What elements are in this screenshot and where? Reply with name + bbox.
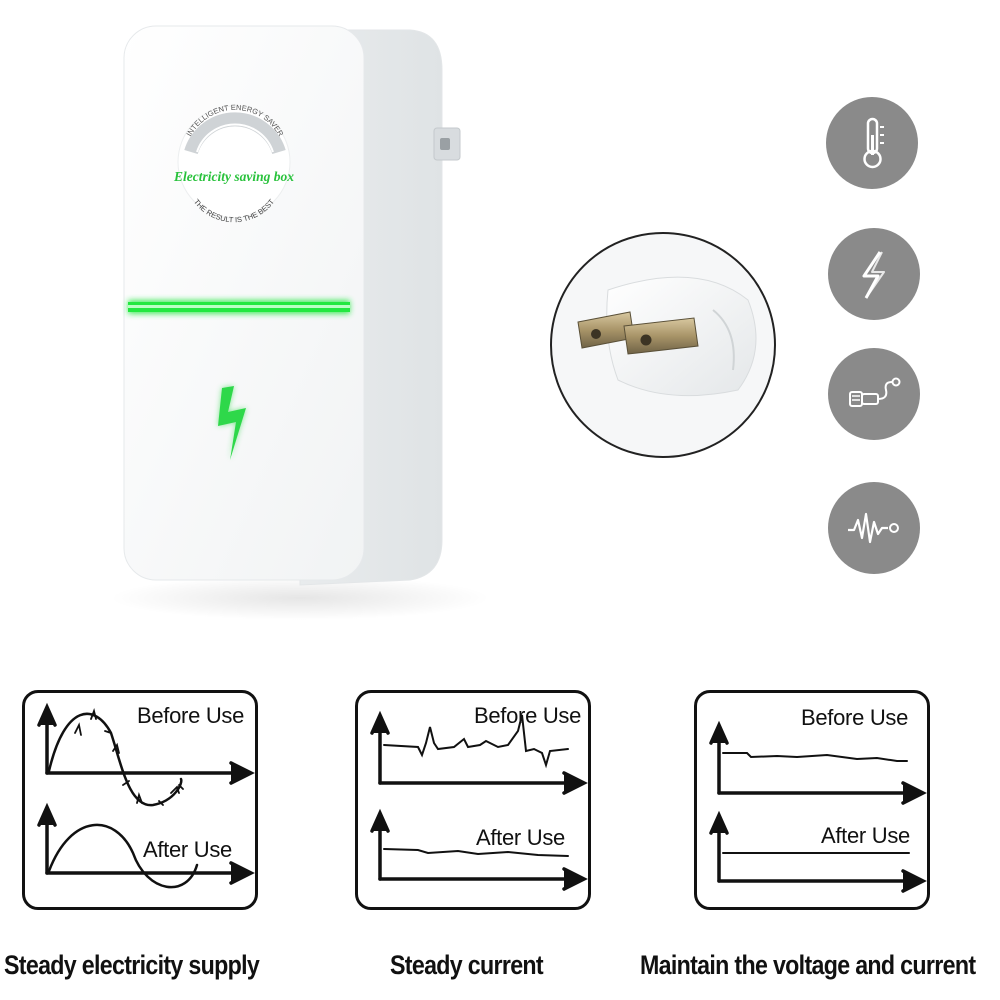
comparison-panel-supply: Before Use After Use [22, 690, 258, 910]
after-use-label: After Use [476, 825, 565, 850]
before-use-label: Before Use [137, 703, 245, 728]
plug-cable-icon [826, 346, 922, 442]
lightning-icon [826, 226, 922, 322]
waveform-icon [826, 480, 922, 576]
caption-maintain-voltage: Maintain the voltage and current [640, 950, 976, 980]
comparison-panel-current: Before Use After Use [355, 690, 591, 910]
caption-steady-supply: Steady electricity supply [4, 950, 260, 980]
after-use-label: After Use [821, 823, 910, 848]
after-use-label: After Use [143, 837, 232, 862]
led-indicator-strip [128, 300, 350, 314]
before-use-label: Before Use [474, 703, 582, 728]
lightning-bolt-icon [218, 386, 246, 460]
plug-closeup [548, 230, 778, 460]
caption-steady-current: Steady current [390, 950, 544, 980]
logo-name-text: Electricity saving box [173, 169, 294, 184]
before-use-label: Before Use [801, 705, 909, 730]
thermometer-icon [824, 95, 920, 191]
comparison-panel-voltage: Before Use After Use [694, 690, 930, 910]
energy-saver-device: INTELLIGENT ENERGY SAVER Electricity sav… [0, 0, 560, 640]
